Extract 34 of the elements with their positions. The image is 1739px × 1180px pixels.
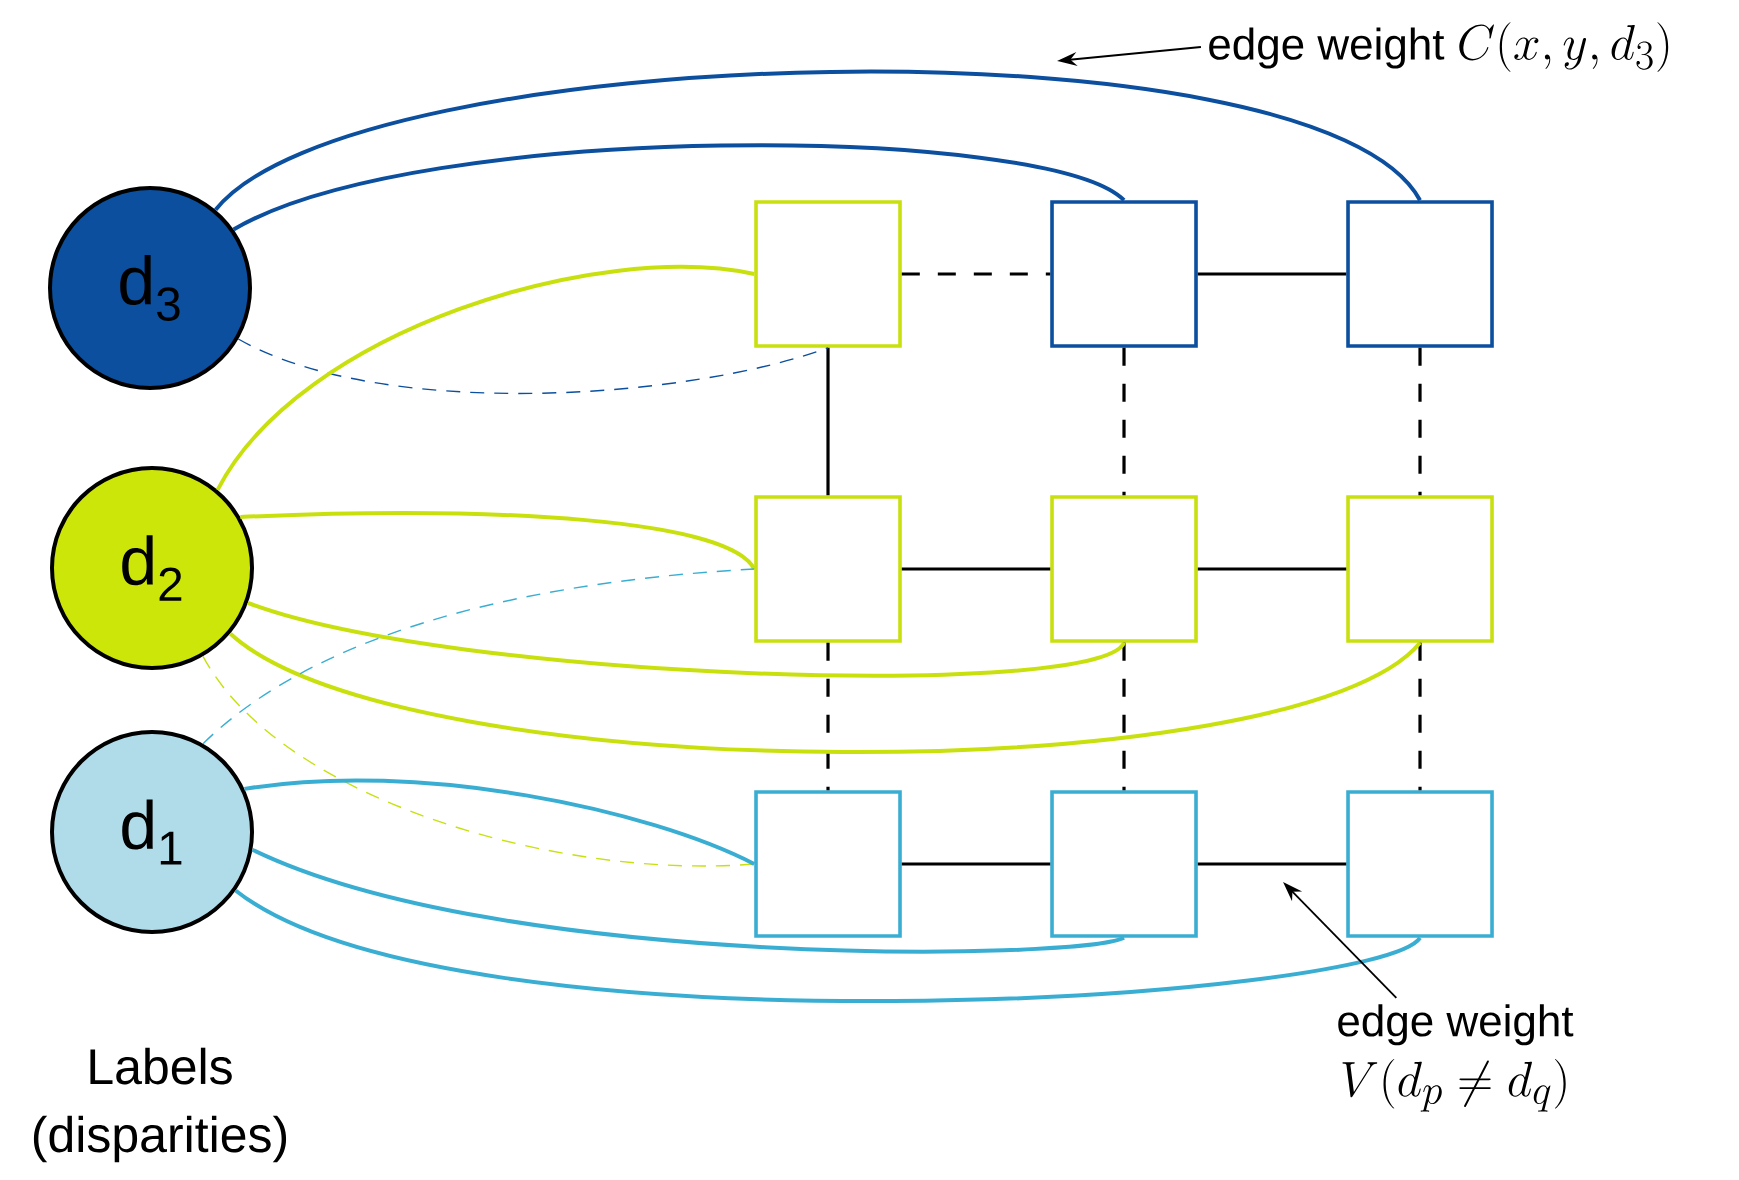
square-node — [1346, 200, 1494, 348]
side-label: Labels (disparities) — [33, 1047, 287, 1163]
edge-line — [1418, 347, 1422, 496]
square-node — [1346, 790, 1494, 938]
edge-line — [1418, 642, 1422, 791]
edge-line — [901, 272, 1051, 276]
edge-line — [826, 642, 830, 791]
edge-line — [232, 143, 1126, 232]
edge-line — [229, 631, 1422, 755]
square-node — [754, 495, 902, 643]
edge-line — [202, 568, 755, 745]
edge-line — [826, 347, 830, 496]
edge-line — [1197, 862, 1347, 866]
edge-line — [251, 847, 1125, 954]
square-node — [1050, 200, 1198, 348]
edge-line — [901, 862, 1051, 866]
square-node — [754, 790, 902, 938]
edge-line — [240, 511, 756, 571]
edge-line — [1197, 272, 1347, 276]
edge-line — [244, 778, 756, 866]
square-node — [1346, 495, 1494, 643]
edge-weight-text: edge weight $V(d_p \neq d_q)$ — [1338, 1004, 1574, 1112]
edge-line — [234, 888, 1421, 1004]
square-node — [754, 200, 902, 348]
square-node — [1050, 790, 1198, 938]
edge-line — [901, 567, 1051, 571]
edge-line — [1122, 642, 1126, 791]
edge-line — [215, 265, 755, 491]
edge-weight-text: edge weight $C(x, y, d_3)$ — [1209, 22, 1669, 72]
edge-line — [247, 600, 1126, 678]
edge-line — [237, 338, 829, 395]
square-node — [1050, 495, 1198, 643]
edge-line — [1122, 347, 1126, 496]
edge-line — [1197, 567, 1347, 571]
